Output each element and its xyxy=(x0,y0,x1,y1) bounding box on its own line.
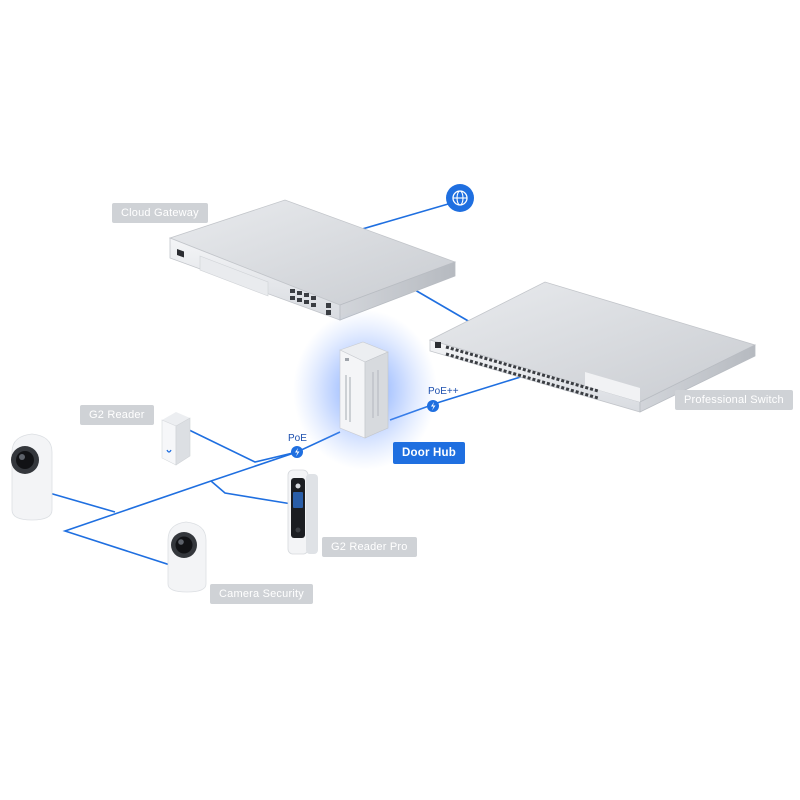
poe-plus-label: PoE++ xyxy=(428,386,459,397)
cloud-gateway-device[interactable] xyxy=(168,199,457,321)
gateway-ports xyxy=(290,289,331,315)
camera-security-label: Camera Security xyxy=(210,584,313,604)
switch-ports xyxy=(445,345,599,400)
g2-reader-pro-device[interactable] xyxy=(287,469,318,555)
g2-reader-label: G2 Reader xyxy=(80,405,154,425)
professional-switch-device[interactable] xyxy=(428,281,757,413)
cable-reader-pro xyxy=(210,480,293,505)
cable-globe-gateway xyxy=(351,201,456,233)
cloud-gateway-label: Cloud Gateway xyxy=(112,203,208,223)
camera-left-device[interactable] xyxy=(11,433,53,521)
g2-reader-pro-label: G2 Reader Pro xyxy=(322,537,417,557)
lightning-icon xyxy=(427,400,439,412)
camera-security-device[interactable] xyxy=(167,521,207,593)
cable-gateway-switch xyxy=(414,289,471,323)
door-hub-device[interactable] xyxy=(293,310,437,470)
door-hub-label[interactable]: Door Hub xyxy=(393,442,465,464)
professional-switch-label: Professional Switch xyxy=(675,390,793,410)
lightning-icon xyxy=(291,446,303,458)
g2-reader-device[interactable] xyxy=(161,412,191,466)
globe-icon[interactable] xyxy=(446,184,474,212)
poe-label: PoE xyxy=(288,433,307,444)
